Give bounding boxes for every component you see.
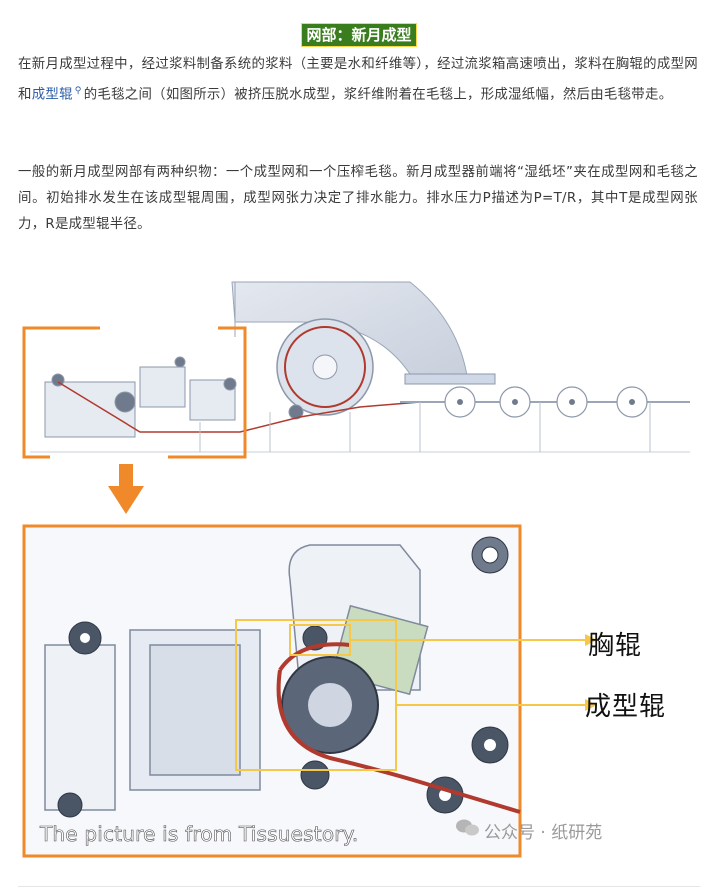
- paragraph-1-text-a: 在新月成型过程中，经过浆料制备系统的浆料（主要是水和纤维等），经过流浆箱高速喷出…: [18, 57, 698, 103]
- chest-roll-label: 胸辊: [588, 631, 643, 661]
- arrow-down-icon: [108, 464, 144, 514]
- divider: [18, 886, 700, 887]
- watermark-text: 公众号 · 纸研苑: [484, 823, 603, 843]
- heading-wrap: 网部：新月成型: [0, 23, 718, 47]
- page-heading: 网部：新月成型: [301, 23, 417, 47]
- machine-overview-diagram: [22, 281, 690, 459]
- paragraph-1: 在新月成型过程中，经过浆料制备系统的浆料（主要是水和纤维等），经过流浆箱高速喷出…: [18, 52, 698, 108]
- search-icon: ⚲: [74, 86, 82, 96]
- wechat-icon: [456, 819, 479, 836]
- crescent-former-detail: [22, 524, 597, 858]
- forming-roll-link[interactable]: 成型辊: [31, 87, 73, 103]
- paragraph-2: 一般的新月成型网部有两种织物：一个成型网和一个压榨毛毯。新月成型器前端将“湿纸坯…: [18, 165, 698, 232]
- forming-roll-label: 成型辊: [585, 692, 667, 722]
- paragraph-1-text-b: 的毛毯之间（如图所示）被挤压脱水成型，浆纤维附着在毛毯上，形成湿纸幅，然后由毛毯…: [83, 87, 673, 103]
- watermark: 公众号 · 纸研苑: [456, 818, 602, 843]
- figure-caption: The picture is from Tissuestory.: [40, 822, 359, 847]
